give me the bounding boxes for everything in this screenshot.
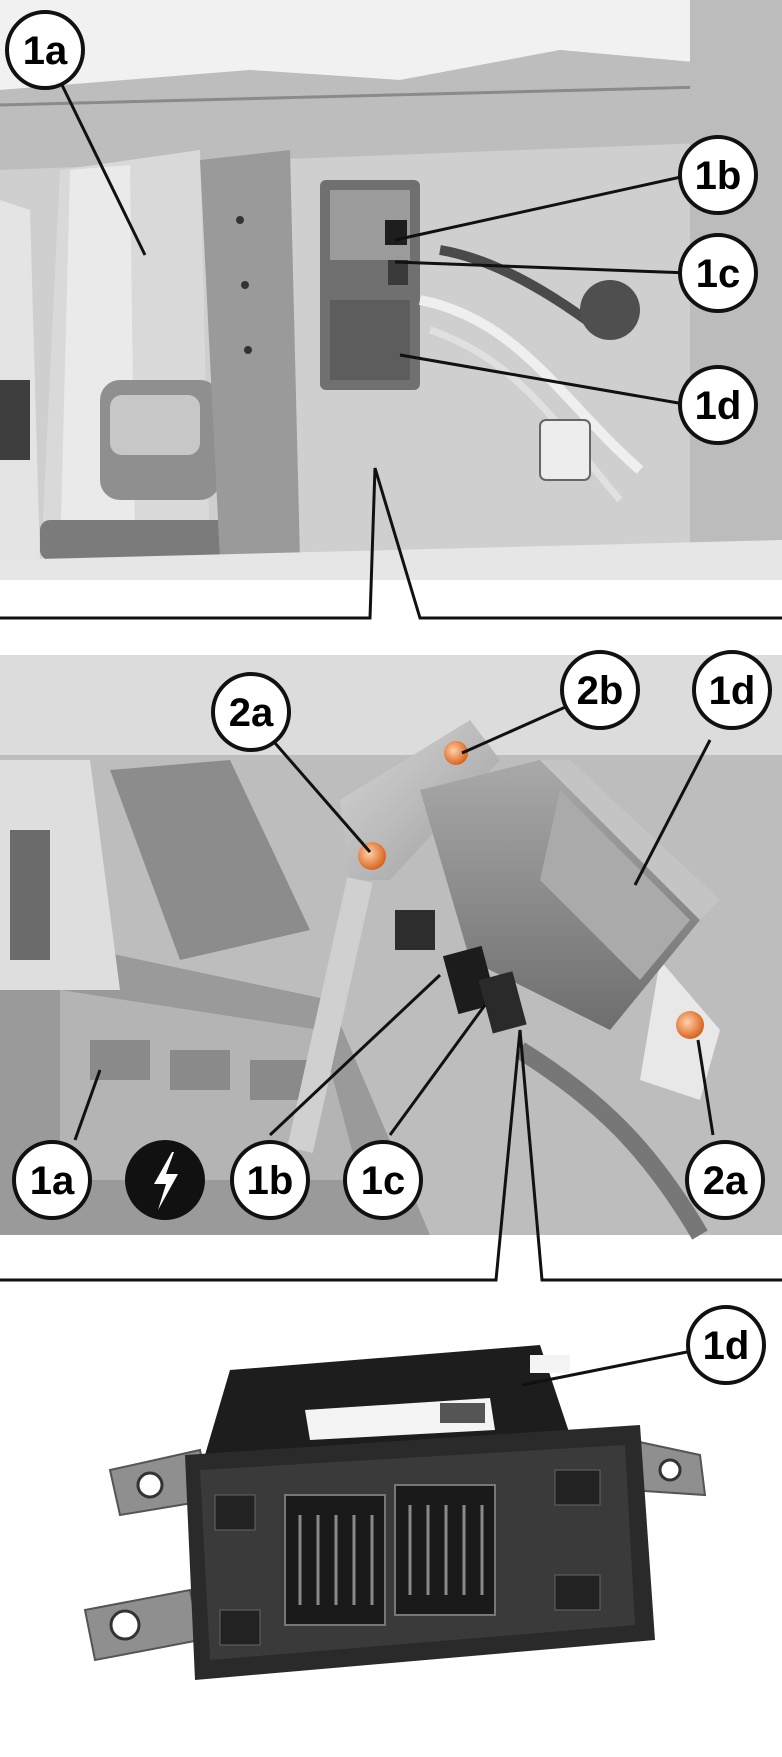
svg-text:1b: 1b — [247, 1159, 294, 1203]
callout-2a-upper: 2a — [211, 672, 291, 752]
callout-2a-lower: 2a — [685, 1140, 765, 1220]
svg-text:1c: 1c — [361, 1159, 406, 1203]
lightning-bolt-icon — [125, 1140, 205, 1220]
fastener-2a-left — [358, 842, 386, 870]
callout-1d-middle: 1d — [692, 650, 772, 730]
svg-text:1d: 1d — [709, 669, 756, 713]
callout-1c-middle: 1c — [343, 1140, 423, 1220]
module-photo — [83, 1345, 707, 1680]
callout-1a-top: 1a — [5, 10, 85, 90]
svg-text:1d: 1d — [703, 1324, 750, 1368]
zoom-connector-middle — [0, 1029, 782, 1282]
overview-photo — [0, 0, 782, 580]
svg-text:1b: 1b — [695, 154, 742, 198]
svg-text:1a: 1a — [23, 29, 68, 73]
svg-text:2b: 2b — [577, 669, 624, 713]
top-leader-lines — [60, 84, 691, 407]
middle-leader-lines — [73, 703, 715, 1141]
callout-1d-bottom: 1d — [686, 1305, 766, 1385]
zoom-connector-top — [0, 467, 782, 620]
svg-text:1c: 1c — [696, 252, 741, 296]
fastener-2b — [444, 741, 468, 765]
svg-text:1a: 1a — [30, 1159, 75, 1203]
callout-1d-top: 1d — [678, 365, 758, 445]
svg-text:2a: 2a — [229, 691, 274, 735]
fastener-2a-right — [676, 1011, 704, 1039]
callout-1b-top: 1b — [678, 135, 758, 215]
detail-photo — [0, 655, 782, 1240]
callout-2b: 2b — [560, 650, 640, 730]
bottom-leader-line — [521, 1350, 688, 1387]
callout-1a-middle: 1a — [12, 1140, 92, 1220]
svg-text:1d: 1d — [695, 384, 742, 428]
callout-1c-top: 1c — [678, 233, 758, 313]
callout-1b-middle: 1b — [230, 1140, 310, 1220]
svg-text:2a: 2a — [703, 1159, 748, 1203]
